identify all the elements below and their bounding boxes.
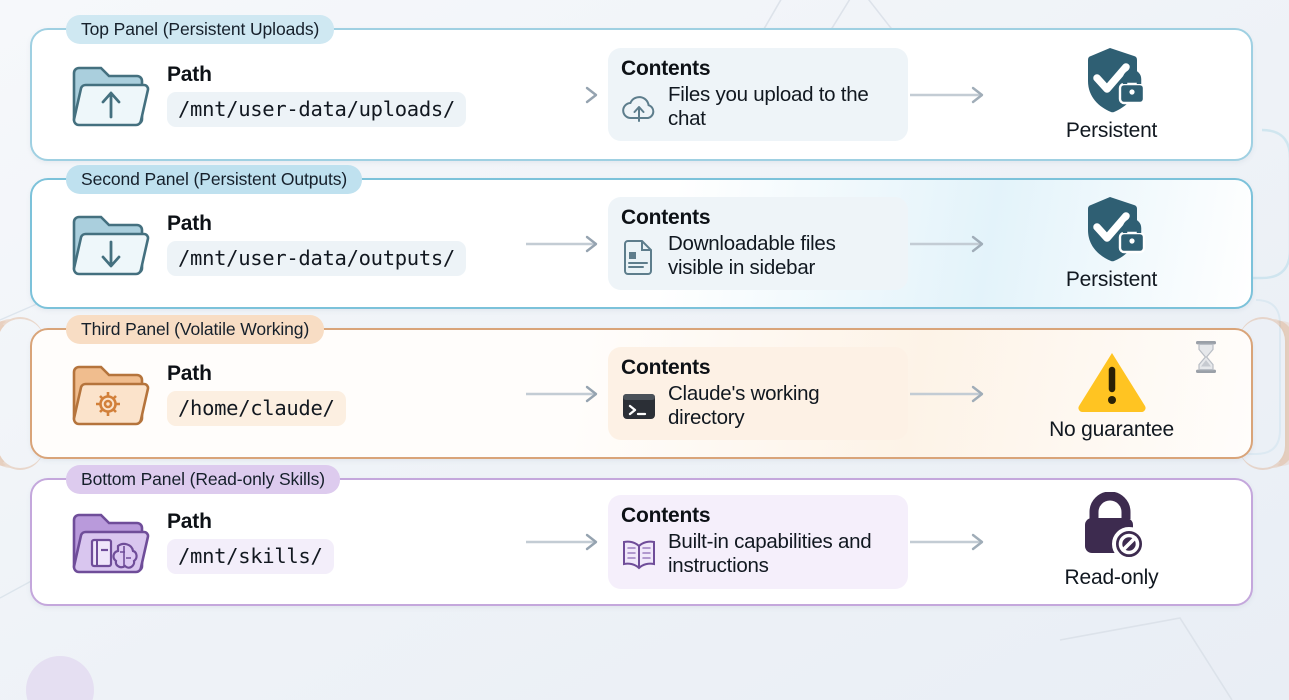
path-cell-top-panel: Path /mnt/user-data/uploads/: [54, 59, 524, 131]
path-text-top-panel: Path /mnt/user-data/uploads/: [167, 63, 466, 127]
contents-cell-bottom-panel: Contents Built-in capabilities and instr…: [608, 495, 908, 589]
shield-lock-icon: [1087, 196, 1145, 261]
status-cell-top-panel: Persistent: [994, 45, 1229, 145]
path-label: Path: [167, 510, 212, 533]
path-label: Path: [167, 211, 212, 235]
panel-top-panel: Top Panel (Persistent Uploads) Path /mnt…: [30, 15, 1253, 161]
contents-label: Contents: [621, 56, 711, 80]
lock-blocked-icon: [1084, 492, 1146, 561]
warning-triangle-icon: [1077, 352, 1146, 412]
status-text-top-panel: Persistent: [1065, 118, 1158, 142]
path-label: Path: [167, 361, 212, 385]
folder-book-brain-icon: [72, 513, 150, 574]
contents-text-bottom-panel: Built-in capabilities and instructions: [668, 530, 872, 577]
arrow-path-to-contents-2: [526, 235, 598, 252]
path-cell-third-panel: Path /home/claude/: [54, 358, 524, 430]
path-cell-second-panel: Path /mnt/user-data/outputs/: [54, 208, 524, 280]
status-cell-third-panel: No guarantee: [994, 340, 1229, 444]
panel-second-panel: Second Panel (Persistent Outputs) Path /…: [30, 165, 1253, 309]
path-value-top-panel[interactable]: /mnt/user-data/uploads/: [167, 91, 466, 127]
status-text-bottom-panel: Read-only: [1064, 566, 1159, 589]
contents-text-third-panel: Claude's working directory: [668, 381, 820, 429]
panel-badge-third-panel: Third Panel (Volatile Working): [66, 315, 325, 345]
folder-gear-icon: [72, 365, 150, 425]
arrow-path-to-contents-4: [526, 533, 598, 551]
open-book-icon: [623, 540, 655, 570]
status-cell-second-panel: Persistent: [994, 194, 1229, 294]
arrow-contents-to-status-1: [910, 86, 984, 103]
path-cell-bottom-panel: Path /mnt/skills/: [54, 506, 524, 578]
folder-upload-icon: [72, 66, 150, 126]
status-text-second-panel: Persistent: [1065, 267, 1158, 291]
path-text-second-panel: Path /mnt/user-data/outputs/: [167, 212, 466, 276]
contents-cell-top-panel: Contents Files you upload to the chat: [608, 47, 908, 142]
contents-label: Contents: [621, 504, 711, 528]
path-value-bottom-panel[interactable]: /mnt/skills/: [167, 539, 334, 574]
hourglass-icon: [1196, 340, 1216, 373]
contents-text-top-panel: Files you upload to the chat: [668, 82, 869, 130]
path-text-third-panel: Path /home/claude/: [167, 362, 346, 426]
path-label: Path: [167, 62, 212, 86]
cloud-upload-icon: [622, 95, 655, 122]
panel-badge-top-panel: Top Panel (Persistent Uploads): [66, 15, 335, 45]
status-cell-bottom-panel: Read-only: [994, 492, 1229, 592]
arrow-contents-to-status-4: [910, 533, 984, 551]
path-value-second-panel[interactable]: /mnt/user-data/outputs/: [167, 240, 466, 276]
panel-third-panel: Third Panel (Volatile Working) Path /hom…: [0, 315, 1287, 470]
contents-label: Contents: [621, 205, 711, 229]
folder-download-icon: [72, 215, 150, 275]
status-text-third-panel: No guarantee: [1049, 417, 1174, 441]
arrow-path-to-contents-1: [526, 86, 598, 103]
panel-badge-second-panel: Second Panel (Persistent Outputs): [66, 165, 363, 195]
arrow-contents-to-status-3: [910, 385, 984, 402]
path-value-third-panel[interactable]: /home/claude/: [167, 390, 346, 426]
contents-text-second-panel: Downloadable files visible in sidebar: [668, 231, 836, 279]
contents-cell-second-panel: Contents Downloadable files visible in s…: [608, 196, 908, 291]
arrow-path-to-contents-3: [526, 385, 598, 402]
path-text-bottom-panel: Path /mnt/skills/: [167, 510, 334, 574]
panel-badge-bottom-panel: Bottom Panel (Read-only Skills): [66, 465, 340, 495]
terminal-icon: [623, 393, 655, 419]
contents-cell-third-panel: Contents Claude's working directory: [608, 346, 908, 441]
shield-lock-icon: [1087, 47, 1145, 112]
contents-label: Contents: [621, 355, 711, 379]
panel-bottom-panel: Bottom Panel (Read-only Skills) Path /mn…: [30, 465, 1253, 606]
document-icon: [624, 239, 652, 275]
arrow-contents-to-status-2: [910, 235, 984, 252]
